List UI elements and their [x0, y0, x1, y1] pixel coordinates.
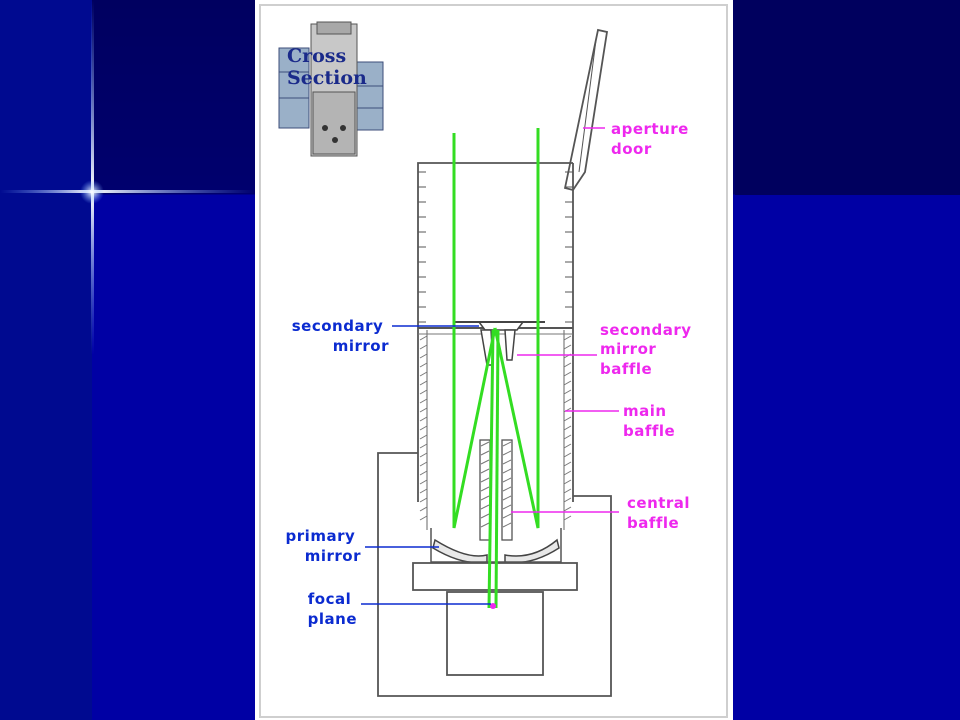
hatch-line	[419, 470, 428, 476]
hatch-line	[563, 398, 572, 404]
tube-tick-marks-left	[418, 171, 426, 323]
label-primary-mirror: primary mirror	[286, 527, 362, 565]
label-focal-plane: focal plane	[308, 590, 357, 628]
hatch-line	[419, 461, 428, 467]
hatch-line	[502, 468, 512, 474]
hatch-line	[563, 452, 572, 458]
aperture-door-shape	[563, 28, 609, 192]
label-leader-lines	[361, 127, 619, 605]
label-aperture-door: aperture door	[611, 120, 695, 158]
hatch-line	[480, 441, 490, 447]
badge-line-section: Section	[287, 67, 367, 89]
hatch-line	[563, 461, 572, 467]
hatch-line	[563, 515, 572, 521]
hatch-line	[419, 488, 428, 494]
hatch-line	[563, 479, 572, 485]
main-baffle-hatch-left	[419, 335, 428, 521]
hatch-line	[563, 425, 572, 431]
hatch-line	[502, 495, 512, 501]
lens-flare-decoration	[0, 0, 255, 355]
hatch-line	[502, 513, 512, 519]
hatch-line	[419, 335, 428, 341]
hatch-line	[502, 477, 512, 483]
hatch-line	[419, 380, 428, 386]
hatch-line	[419, 479, 428, 485]
hatch-line	[419, 515, 428, 521]
hatch-line	[502, 450, 512, 456]
hatch-line	[419, 353, 428, 359]
hatch-line	[563, 371, 572, 377]
central-baffle-hatching	[480, 441, 512, 528]
hatch-line	[563, 344, 572, 350]
hatch-line	[563, 488, 572, 494]
label-secondary-mirror-baffle: secondary mirror baffle	[600, 321, 697, 378]
tube-tick-marks-right	[565, 171, 573, 323]
hatch-line	[480, 486, 490, 492]
hatch-line	[419, 407, 428, 413]
hatch-line	[502, 486, 512, 492]
diagram-card: Cross Section	[255, 0, 733, 720]
hatch-line	[563, 389, 572, 395]
hatch-line	[480, 477, 490, 483]
hatch-line	[480, 459, 490, 465]
hatch-line	[480, 468, 490, 474]
hatch-line	[419, 506, 428, 512]
hatch-line	[419, 434, 428, 440]
secondary-mirror-shape	[455, 321, 545, 366]
hatch-line	[419, 371, 428, 377]
hatch-line	[563, 416, 572, 422]
hatch-line	[563, 470, 572, 476]
hatch-line	[563, 335, 572, 341]
hatch-line	[419, 344, 428, 350]
hatch-line	[502, 459, 512, 465]
hatch-line	[480, 495, 490, 501]
background-top-right-block	[735, 0, 960, 195]
hatch-line	[563, 506, 572, 512]
label-secondary-mirror: secondary mirror	[292, 317, 389, 355]
label-central-baffle: central baffle	[627, 494, 696, 532]
hatch-line	[502, 504, 512, 510]
hatch-line	[502, 522, 512, 528]
hatch-line	[480, 504, 490, 510]
hatch-line	[563, 497, 572, 503]
hatch-line	[502, 441, 512, 447]
hatch-line	[419, 389, 428, 395]
hatch-line	[563, 443, 572, 449]
card-frame	[259, 4, 728, 718]
hatch-line	[419, 497, 428, 503]
hatch-line	[480, 522, 490, 528]
focal-point-marker	[490, 603, 496, 609]
hatch-line	[419, 416, 428, 422]
hatch-line	[563, 434, 572, 440]
telescope-tube	[417, 162, 574, 502]
hatch-line	[419, 398, 428, 404]
cross-section-badge: Cross Section	[278, 21, 384, 157]
hatch-line	[563, 362, 572, 368]
hatch-line	[563, 380, 572, 386]
label-main-baffle: main baffle	[623, 402, 675, 440]
hatch-line	[419, 443, 428, 449]
hatch-line	[480, 513, 490, 519]
hatch-line	[419, 362, 428, 368]
hatch-line	[480, 450, 490, 456]
main-baffle-hatch-right	[563, 335, 572, 521]
badge-line-cross: Cross	[287, 45, 346, 67]
hatch-line	[419, 452, 428, 458]
hatch-line	[419, 425, 428, 431]
telescope-cross-section-diagram: Cross Section	[259, 4, 728, 718]
background-left-strip	[0, 0, 92, 720]
light-rays	[452, 128, 540, 609]
